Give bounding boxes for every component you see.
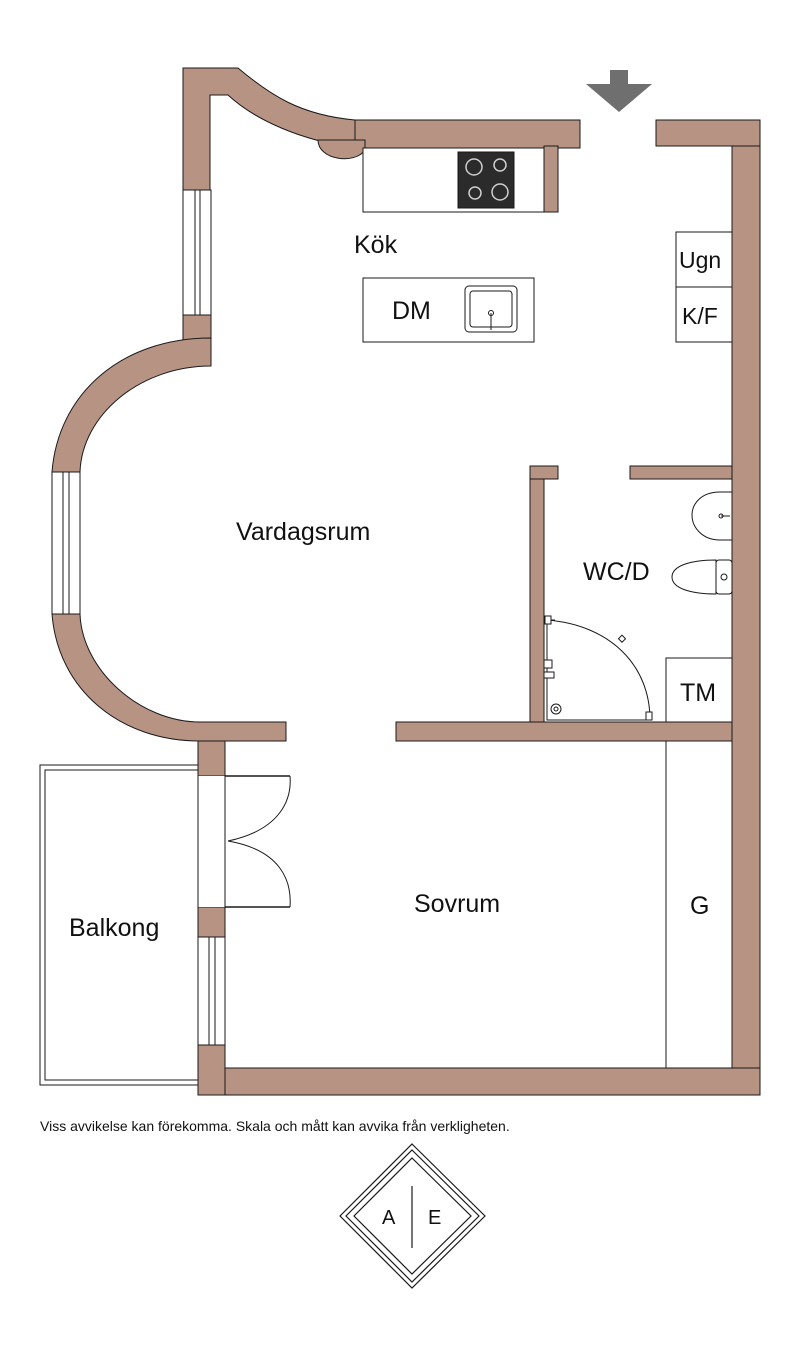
logo-letter-right: E: [428, 1207, 441, 1229]
wall-bath-top-right: [629, 465, 733, 480]
wall-right: [731, 119, 761, 1096]
window-bay: [51, 471, 81, 615]
kitchen-counter: [362, 147, 545, 213]
wall-kitchen-pillar: [543, 145, 559, 213]
bathroom-label: WC/D: [583, 558, 650, 586]
door-opening: [198, 776, 225, 907]
disclaimer-text: Viss avvikelse kan förekomma. Skala och …: [40, 1118, 510, 1134]
wall-column: [317, 139, 366, 160]
company-logo: A E: [339, 1143, 486, 1289]
wall-bay-lower: [51, 613, 287, 742]
washing-machine-box: [665, 657, 733, 723]
wall-bath-top-left: [529, 465, 559, 480]
sink-icon: [464, 285, 518, 333]
windows: [51, 189, 226, 1046]
fridge-box: [675, 286, 733, 343]
wall-top-right: [655, 119, 761, 147]
oven-box: [675, 231, 733, 288]
walls: [51, 67, 761, 1096]
down-arrow-icon: [586, 70, 652, 112]
oven-label: Ugn: [679, 247, 721, 273]
logo-letter-left: A: [382, 1207, 396, 1229]
dishwasher-label: DM: [392, 297, 431, 325]
bedroom-label: Sovrum: [414, 890, 500, 918]
wardrobe-box: [665, 740, 733, 1069]
wall-balcony-lower: [197, 1044, 226, 1096]
washing-machine-label: TM: [680, 679, 716, 707]
kitchen-label: Kök: [354, 231, 398, 259]
wardrobe-label: G: [690, 892, 709, 920]
shower-icon: [543, 615, 653, 721]
wall-bath-left: [529, 465, 545, 723]
living-room-label: Vardagsrum: [236, 518, 370, 546]
wall-top-curve: [182, 67, 356, 191]
wall-balcony-mid: [197, 906, 226, 938]
window-top-left: [182, 189, 212, 316]
wall-balcony-upper: [197, 740, 226, 777]
toilet-icon: [671, 559, 733, 595]
wall-bottom: [197, 1067, 761, 1096]
wall-divider-right: [395, 721, 733, 742]
window-bedroom: [197, 936, 226, 1046]
washbasin-icon: [691, 491, 733, 541]
balcony-label: Balkong: [69, 914, 159, 942]
balcony-inner: [44, 769, 199, 1081]
wall-bay: [51, 337, 212, 473]
fridge-label: K/F: [682, 303, 718, 329]
wall-top-left: [349, 119, 581, 149]
balcony-door: [197, 775, 291, 908]
hob-icon: [457, 151, 515, 209]
